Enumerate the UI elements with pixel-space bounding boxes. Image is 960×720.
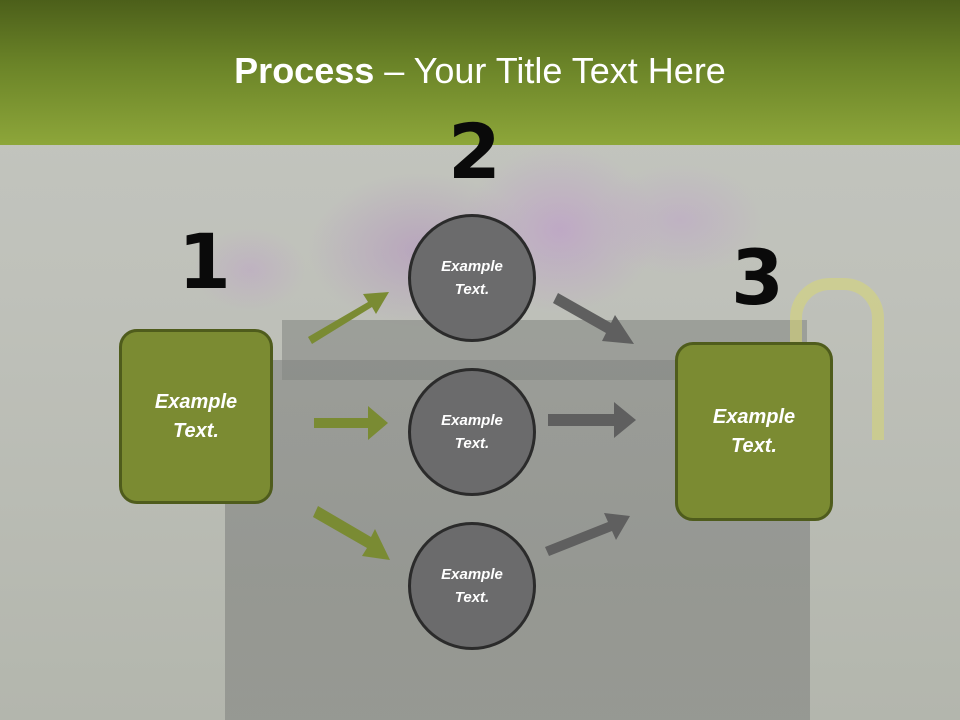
start-box: Example Text.	[119, 329, 273, 504]
arrow-left-to-middle	[314, 406, 388, 440]
step-circle-top: Example Text.	[408, 214, 536, 342]
arrow-left-to-top	[308, 292, 389, 344]
circle-top-line2: Text.	[454, 281, 490, 298]
step-number-3: 3	[731, 233, 784, 322]
circle-bottom-line2: Text.	[454, 589, 490, 606]
step-circle-middle: Example Text.	[408, 368, 536, 496]
arrow-middle-to-right	[548, 402, 636, 438]
step-number-2: 2	[448, 107, 501, 196]
arrow-top-to-right	[553, 293, 634, 344]
circle-top-line1: Example	[441, 258, 503, 275]
step-circle-bottom: Example Text.	[408, 522, 536, 650]
arrow-left-to-bottom	[313, 506, 390, 560]
title-bold: Process	[234, 50, 375, 91]
start-box-text: Example Text.	[155, 388, 237, 446]
end-box-line1: Example	[712, 405, 796, 428]
end-box-line2: Text.	[731, 434, 777, 457]
circle-bottom-line1: Example	[441, 566, 503, 583]
gray-arrows	[545, 293, 636, 556]
circle-middle-line1: Example	[441, 412, 503, 429]
end-box-text: Example Text.	[713, 403, 795, 461]
start-box-line1: Example	[154, 390, 238, 413]
circle-middle-line2: Text.	[454, 435, 490, 452]
green-arrows	[308, 292, 390, 560]
title-rest: – Your Title Text Here	[374, 50, 726, 91]
start-box-line2: Text.	[173, 419, 219, 442]
end-box: Example Text.	[675, 342, 833, 521]
arrow-bottom-to-right	[545, 513, 630, 556]
step-number-1: 1	[178, 217, 231, 306]
title-bar: Process – Your Title Text Here	[0, 0, 960, 145]
slide-title: Process – Your Title Text Here	[0, 50, 960, 92]
